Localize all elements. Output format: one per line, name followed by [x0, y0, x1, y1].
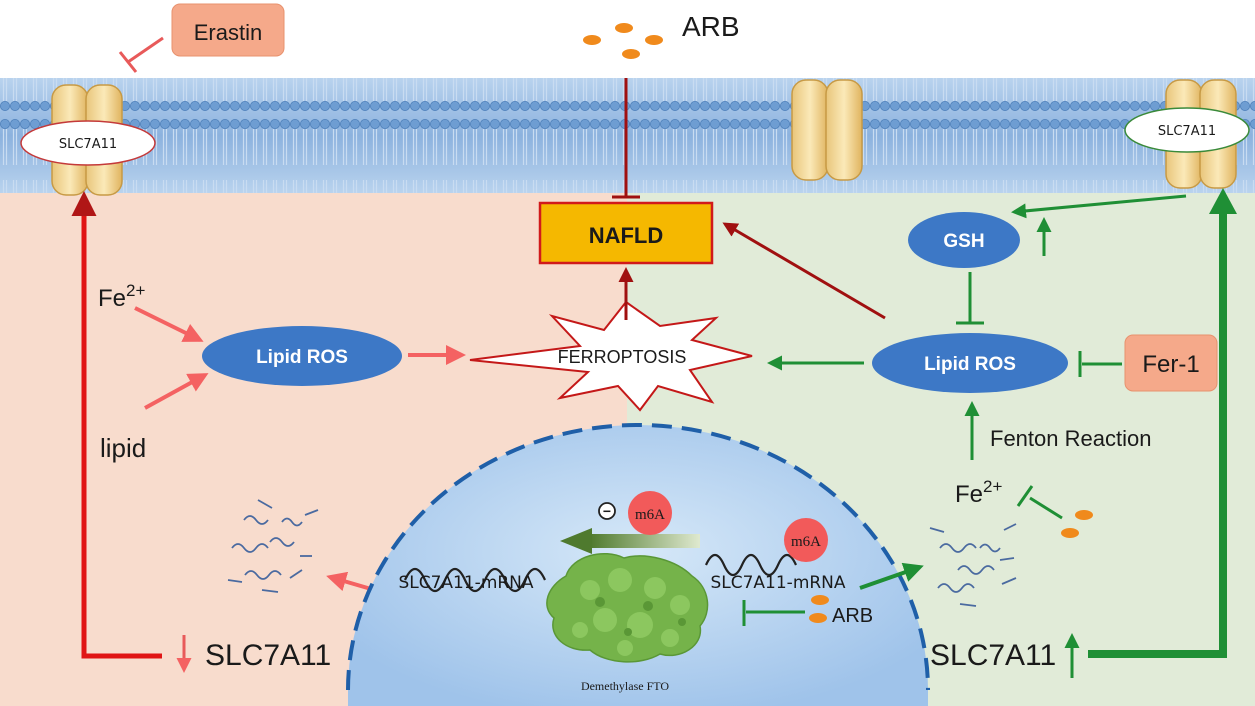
- mrna-wave-left: [403, 567, 547, 593]
- lipidros-left-node: [202, 326, 402, 386]
- erastin-inhibit-line: [127, 36, 164, 64]
- demethylation-arrow-shaft: [590, 534, 700, 548]
- mrna-right-label: SLC7A11-mRNA: [710, 573, 845, 593]
- lipid-to-lipidros-arrow: [144, 373, 209, 410]
- lipidros-right-label: Lipid ROS: [924, 354, 1016, 375]
- nafld-label: NAFLD: [589, 223, 664, 248]
- lipidros-left-label: Lipid ROS: [256, 347, 348, 368]
- slc7a11-bottom-right: SLC7A11: [930, 639, 1056, 672]
- ferroptosis-label: FERROPTOSIS: [558, 347, 687, 367]
- erastin-inhibit-bar: [118, 51, 138, 73]
- slc7a11-right-oval: [1124, 107, 1250, 153]
- fenton-label: Fenton Reaction: [990, 426, 1151, 451]
- mrna-wave-right: [704, 553, 798, 577]
- slc7a11-right-label: SLC7A11: [1158, 124, 1216, 139]
- degraded-mrna-left: [227, 499, 319, 593]
- degraded-mrna-right: [929, 523, 1017, 607]
- m6a-left-label: m6A: [635, 507, 665, 523]
- fto-protein: [546, 553, 709, 663]
- erastin-box: [171, 3, 285, 57]
- slc7a11-right-arrowhead: [1209, 188, 1237, 214]
- gsh-node: [908, 212, 1020, 268]
- lipidros-right-to-nafld-arrow: [722, 222, 886, 320]
- arb-molecules-top: [583, 23, 663, 59]
- fe-to-lipidros-arrow: [134, 306, 204, 342]
- nafld-box: [538, 201, 714, 265]
- erastin-label: Erastin: [194, 20, 262, 45]
- m6a-right-label: m6A: [791, 534, 821, 550]
- nuclear-envelope: [346, 423, 930, 691]
- ferroptosis-burst: [469, 300, 753, 412]
- minus-sign: −: [603, 503, 611, 519]
- fe-left-label: Fe2+: [98, 281, 145, 312]
- slc7a11-left-path: [81, 205, 162, 659]
- slc7a11-bottom-left: SLC7A11: [205, 639, 331, 672]
- mrna-right-arrow: [859, 562, 924, 590]
- fer1-label: Fer-1: [1142, 351, 1199, 378]
- slc7a11-right-path: [1088, 212, 1227, 658]
- lipidros-right-node: [872, 333, 1068, 393]
- arb-nucleus-label: ARB: [832, 605, 873, 627]
- arb-molecules-nucleus: [809, 595, 829, 623]
- fe-right-label: Fe2+: [955, 477, 1002, 508]
- slc7a11-left-oval: [20, 120, 156, 166]
- fer1-box: [1124, 334, 1218, 392]
- arb-top-label: ARB: [682, 11, 740, 42]
- m6a-right-circle: [784, 518, 828, 562]
- slc7a11-to-gsh-arrow: [1011, 194, 1187, 219]
- fe-inhibit-bar: [1016, 485, 1034, 507]
- arb-molecules-fe: [1061, 510, 1093, 538]
- fe-inhibit-line: [1029, 496, 1063, 520]
- lipid-label: lipid: [100, 433, 146, 463]
- slc7a11-left-label: SLC7A11: [59, 137, 117, 152]
- minus-circle: [598, 502, 616, 520]
- m6a-left-circle: [628, 491, 672, 535]
- gsh-label: GSH: [943, 231, 984, 252]
- fto-label: Demethylase FTO: [581, 679, 669, 693]
- demethylation-arrowhead: [560, 528, 592, 554]
- transporter-center: [791, 79, 863, 181]
- mrna-left-label: SLC7A11-mRNA: [398, 573, 533, 593]
